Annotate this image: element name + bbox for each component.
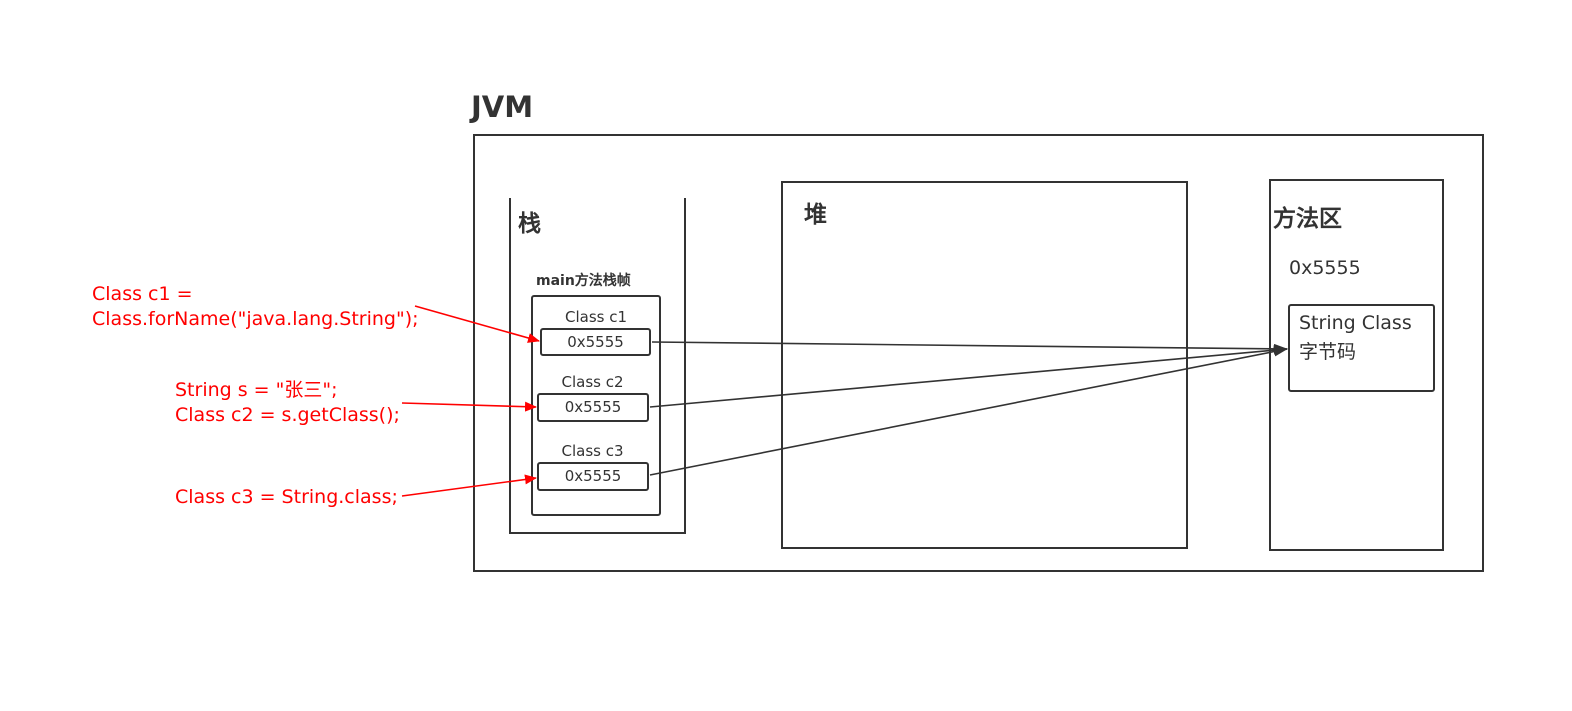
heap-area — [781, 181, 1188, 549]
heap-label: 堆 — [804, 202, 827, 228]
var-c3-label: Class c3 — [561, 442, 624, 460]
var-c2-label: Class c2 — [561, 373, 624, 391]
jvm-title: JVM — [471, 90, 534, 124]
var-c1-value: 0x5555 — [540, 328, 651, 356]
main-frame-label: main方法栈帧 — [536, 273, 631, 289]
code-c3-line1: Class c3 = String.class; — [175, 486, 398, 508]
method-area-address: 0x5555 — [1289, 257, 1361, 279]
code-c2-line2: Class c2 = s.getClass(); — [175, 404, 400, 426]
jvm-container — [473, 134, 1484, 572]
method-area-label: 方法区 — [1273, 206, 1342, 232]
code-c1-line2: Class.forName("java.lang.String"); — [92, 308, 419, 330]
code-c1-line1: Class c1 = — [92, 283, 193, 305]
string-class-bytecode-box — [1288, 304, 1435, 392]
stack-label: 栈 — [518, 211, 541, 237]
var-c2-value: 0x5555 — [537, 393, 649, 422]
var-c1-label: Class c1 — [564, 308, 628, 326]
var-c3-value: 0x5555 — [537, 462, 649, 491]
code-c2-line1: String s = "张三"; — [175, 379, 338, 401]
bytecode-line2: 字节码 — [1299, 341, 1357, 363]
bytecode-line1: String Class — [1299, 312, 1412, 334]
